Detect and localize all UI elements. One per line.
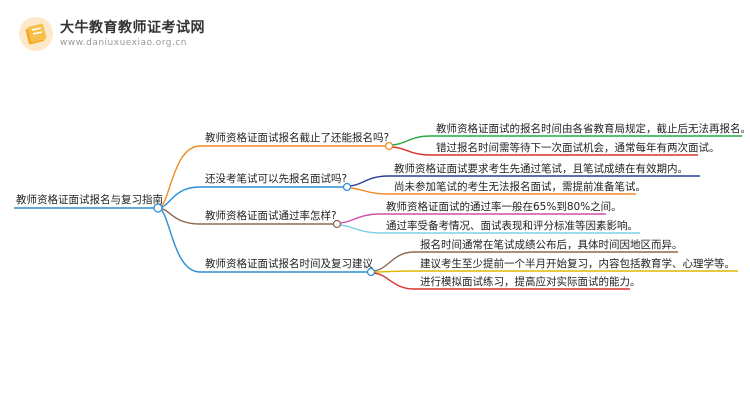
branch-4-label[interactable]: 教师资格证面试报名时间及复习建议 <box>205 257 373 270</box>
connector-b4-l2 <box>371 270 738 273</box>
connector-b4-l3 <box>371 272 630 290</box>
connector-root-branch-1 <box>157 145 386 209</box>
connector-b3-l1 <box>337 213 606 224</box>
root-node-label[interactable]: 教师资格证面试报名与复习指南 <box>16 193 163 206</box>
branch-3-item-2[interactable]: 通过率受备考情况、面试表现和评分标准等因素影响。 <box>386 219 638 232</box>
book-logo-icon <box>19 17 53 51</box>
connector-b1-l2 <box>389 146 698 156</box>
connector-root-branch-2 <box>157 186 344 209</box>
connector-root-branch-4 <box>157 207 368 273</box>
root-node-dot[interactable] <box>153 203 163 213</box>
branch-1-dot[interactable] <box>384 141 394 151</box>
branch-1-label[interactable]: 教师资格证面试报名截止了还能报名吗? <box>205 131 389 144</box>
site-header: 大牛教育教师证考试网 www.daniuxuexiao.org.cn <box>18 14 258 54</box>
connector-b1-l1 <box>389 135 742 146</box>
branch-2-dot[interactable] <box>342 182 352 192</box>
site-name[interactable]: 大牛教育教师证考试网 <box>60 20 205 36</box>
branch-2-item-2[interactable]: 尚未参加笔试的考生无法报名面试，需提前准备笔试。 <box>394 180 646 193</box>
branch-4-item-2[interactable]: 建议考生至少提前一个半月开始复习，内容包括教育学、心理学等。 <box>420 257 735 270</box>
branch-3-dot[interactable] <box>332 219 342 229</box>
connector-b3-l2 <box>337 224 640 234</box>
branch-1-item-1[interactable]: 教师资格证面试的报名时间由各省教育局规定，截止后无法再报名。 <box>436 122 750 135</box>
connector-b4-l1 <box>371 251 678 272</box>
branch-4-dot[interactable] <box>366 267 376 277</box>
mindmap-nodes <box>153 141 394 277</box>
branch-4-item-1[interactable]: 报名时间通常在笔试成绩公布后，具体时间因地区而异。 <box>420 238 683 251</box>
branch-1-item-2[interactable]: 错过报名时间需等待下一次面试机会，通常每年有两次面试。 <box>436 141 720 154</box>
branch-4-item-3[interactable]: 进行模拟面试练习，提高应对实际面试的能力。 <box>420 275 641 288</box>
branch-3-label[interactable]: 教师资格证面试通过率怎样? <box>205 209 337 222</box>
site-url[interactable]: www.daniuxuexiao.org.cn <box>60 38 187 48</box>
connector-b2-l1 <box>347 175 700 187</box>
branch-2-item-1[interactable]: 教师资格证面试要求考生先通过笔试，且笔试成绩在有效期内。 <box>394 162 688 175</box>
connector-b2-l2 <box>347 187 636 195</box>
branch-2-label[interactable]: 还没考笔试可以先报名面试吗? <box>205 172 347 185</box>
branch-3-item-1[interactable]: 教师资格证面试的通过率一般在65%到80%之间。 <box>386 200 622 213</box>
